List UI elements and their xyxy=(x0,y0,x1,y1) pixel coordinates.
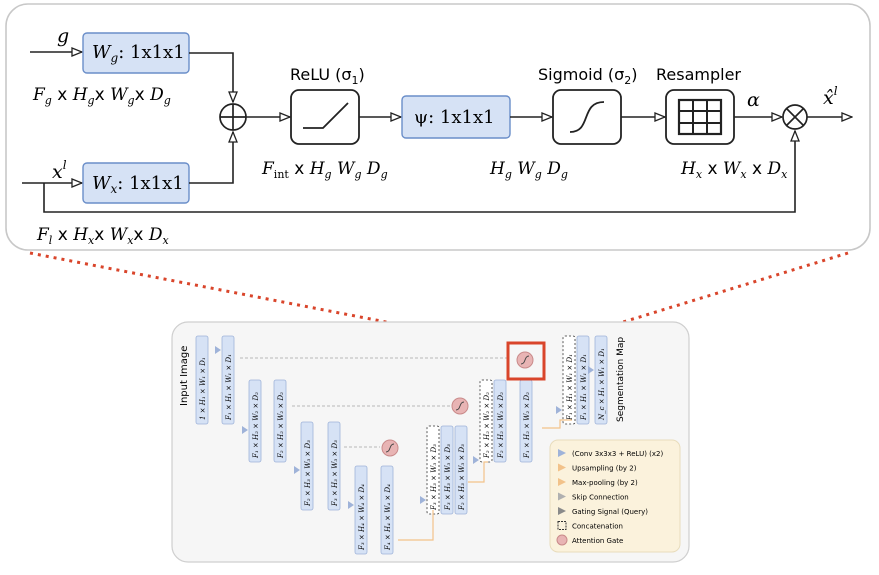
unet-block: F₂ × H₂ × W₂ × D₂ xyxy=(479,379,493,463)
conv-arrow-icon xyxy=(473,456,479,464)
unet-block-label: F₂ × H₂ × W₂ × D₂ xyxy=(277,392,285,459)
svg-text:Wx: 1x1x1: Wx: 1x1x1 xyxy=(92,173,184,196)
unet-block: F₂ × H₃ × W₃ × D₃ xyxy=(454,425,468,515)
input-image-label: Input Image xyxy=(179,346,190,406)
wg-conv-box: Wg: 1x1x1 xyxy=(82,32,190,74)
xl-skip-path xyxy=(43,131,795,213)
relu-box-icon xyxy=(290,89,360,145)
hx-dims: Hx x Wx x Dx xyxy=(680,159,788,181)
unet-block: F₄ × H₄ × W₄ × D₄ xyxy=(380,465,394,555)
legend-item: Skip Connection xyxy=(558,492,629,502)
add-circle-icon xyxy=(219,103,247,131)
psi-conv-box: ψ: 1x1x1 xyxy=(401,95,511,139)
legend-swatch-icon xyxy=(558,478,566,486)
unet-block: F₃ × H₃ × W₃ × D₃ xyxy=(440,425,454,515)
legend-label: Concatenation xyxy=(572,523,623,531)
skip-connections xyxy=(240,357,510,448)
unet-block-label: F₂ × H₃ × W₃ × D₃ xyxy=(458,444,466,511)
relu-title: ReLU (σ1) xyxy=(290,65,365,87)
wx-conv-box: Wx: 1x1x1 xyxy=(82,162,190,204)
unet-block-label: N_c × H₁ × W₁ × D₁ xyxy=(598,348,606,421)
attention-gate-icons xyxy=(381,351,534,457)
sigmoid-title: Sigmoid (σ2) xyxy=(538,65,637,87)
conv-arrow-icon xyxy=(242,426,248,434)
unet-block: F₁ × H₂ × W₂ × D₂ xyxy=(519,379,533,463)
sigmoid-box-icon xyxy=(552,89,622,145)
conv-arrow-icon xyxy=(556,406,562,414)
unet-block: F₁ × H₁ × W₁ × D₁ xyxy=(221,335,235,425)
legend-swatch-icon xyxy=(558,463,566,472)
unet-block: F₃ × H₄ × W₄ × D₄ xyxy=(354,465,368,555)
legend-swatch-icon xyxy=(558,507,566,515)
fl-dims: Fl x Hxx Wxx Dx xyxy=(36,225,170,247)
unet-block-label: F₁ × H₂ × W₂ × D₂ xyxy=(523,392,531,459)
alpha-label: α xyxy=(747,89,760,111)
legend-item: Attention Gate xyxy=(556,534,623,546)
unet-block: 1 × H₁ × W₁ × D₁ xyxy=(195,335,209,425)
unet-block: F₂ × H₃ × W₃ × D₃ xyxy=(300,421,314,511)
unet-block-label: F₂ × H₂ × W₂ × D₂ xyxy=(497,392,505,459)
legend-swatch-icon xyxy=(557,521,567,530)
unet-block: F₂ × H₂ × W₂ × D₂ xyxy=(493,379,507,463)
legend-label: Gating Signal (Query) xyxy=(572,508,648,516)
unet-block-label: 1 × H₁ × W₁ × D₁ xyxy=(199,357,207,420)
unet-block: F₃ × H₃ × W₃ × D₃ xyxy=(327,421,341,511)
legend-item: Concatenation xyxy=(557,521,623,531)
legend: (Conv 3x3x3 + ReLU) (x2) Upsampling (by 2… xyxy=(549,439,681,553)
resampler-title: Resampler xyxy=(656,65,741,84)
legend-label: Max-pooling (by 2) xyxy=(572,479,638,487)
unet-block-label: F₁ × H₁ × W₁ × D₁ xyxy=(566,354,574,421)
legend-item: Upsampling (by 2) xyxy=(558,463,637,473)
legend-label: Upsampling (by 2) xyxy=(572,465,637,473)
upsample-arrows xyxy=(398,419,572,541)
unet-block-label: F₃ × H₃ × W₃ × D₃ xyxy=(331,440,339,507)
legend-item: (Conv 3x3x3 + ReLU) (x2) xyxy=(558,449,663,458)
unet-block: N_c × H₁ × W₁ × D₁ xyxy=(594,335,608,425)
grid-resampler-icon xyxy=(665,89,735,145)
svg-text:Wg: 1x1x1: Wg: 1x1x1 xyxy=(92,42,185,65)
unet-block-label: F₁ × H₂ × W₂ × D₂ xyxy=(252,392,260,459)
unet-block: F₁ × H₁ × W₁ × D₁ xyxy=(562,335,576,425)
unet-block: F₂ × H₂ × W₂ × D₂ xyxy=(273,379,287,463)
output-label: x̂l xyxy=(823,84,838,109)
attention-gate-highlight xyxy=(506,341,546,381)
unet-block-label: F₁ × H₁ × W₁ × D₁ xyxy=(225,354,233,421)
unet-block-label: F₃ × H₃ × W₃ × D₃ xyxy=(444,444,452,511)
unet-block-label: F₂ × H₂ × W₂ × D₂ xyxy=(483,392,491,459)
legend-item: Max-pooling (by 2) xyxy=(558,478,638,487)
g-label: g xyxy=(57,25,69,47)
zoom-line-left xyxy=(29,251,511,348)
legend-swatch-icon xyxy=(558,492,566,501)
wx-to-add xyxy=(189,132,233,184)
conv-arrow-icon xyxy=(294,466,300,474)
unet-block-label: F₃ × H₄ × W₄ × D₄ xyxy=(358,484,366,551)
multiply-circle-icon xyxy=(782,104,808,130)
unet-block-label: F₃ × H₃ × W₃ × D₃ xyxy=(430,444,438,511)
unet-block-label: F₄ × H₄ × W₄ × D₄ xyxy=(384,484,392,551)
fg-dims: Fg x Hgx Wgx Dg xyxy=(32,85,171,107)
conv-arrow-icon xyxy=(348,501,354,509)
legend-label: (Conv 3x3x3 + ReLU) (x2) xyxy=(572,450,663,458)
conv-arrow-icon xyxy=(588,366,594,374)
seg-map-label: Segmentation Map xyxy=(616,337,626,422)
conv-arrow-icon xyxy=(420,496,426,504)
legend-swatch-icon xyxy=(558,449,566,457)
legend-item: Gating Signal (Query) xyxy=(558,507,648,516)
legend-label: Skip Connection xyxy=(572,494,629,502)
xl-label: xl xyxy=(52,158,67,183)
conv-arrow-icon xyxy=(215,346,221,354)
wg-to-add xyxy=(189,52,233,102)
unet-block-label: F₁ × H₁ × W₁ × D₁ xyxy=(580,354,588,421)
unet-block-label: F₂ × H₃ × W₃ × D₃ xyxy=(304,440,312,507)
unet-blocks: 1 × H₁ × W₁ × D₁ F₁ × H₁ × W₁ × D₁ F₁ × H₂… xyxy=(195,335,608,555)
legend-label: Attention Gate xyxy=(572,537,623,545)
svg-text:ψ: 1x1x1: ψ: 1x1x1 xyxy=(414,107,495,128)
unet-block: F₁ × H₂ × W₂ × D₂ xyxy=(248,379,262,463)
unet-block: F₁ × H₁ × W₁ × D₁ xyxy=(576,335,590,425)
hgwgdg-dims: Hg Wg Dg xyxy=(489,159,568,181)
unet-block: F₃ × H₃ × W₃ × D₃ xyxy=(426,425,440,515)
legend-swatch-icon xyxy=(556,534,568,546)
